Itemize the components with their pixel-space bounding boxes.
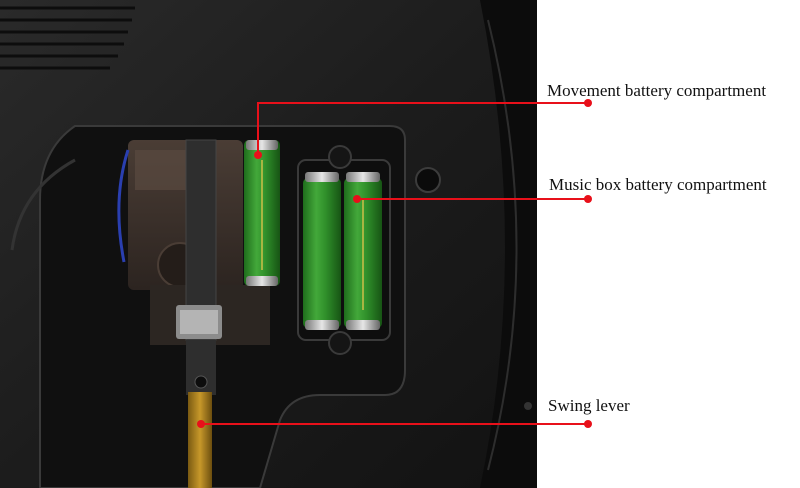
- vent-grille: [0, 6, 135, 70]
- label-swing-lever: Swing lever: [548, 396, 630, 415]
- clock-rim: [480, 0, 537, 488]
- music-box-battery-left: [303, 172, 341, 330]
- movement-battery: [244, 140, 280, 286]
- music-box-battery-right: [344, 172, 382, 330]
- blue-wire: [117, 149, 130, 263]
- swing-lever: [188, 392, 212, 488]
- clock-back-photo: [0, 0, 537, 488]
- callout-music-box: [353, 195, 592, 203]
- callout-swing-lever: [197, 420, 592, 428]
- label-music-box-battery: Music box battery compartment: [549, 175, 767, 194]
- label-movement-battery: Movement battery compartment: [547, 81, 767, 100]
- callout-movement: [254, 99, 592, 159]
- knob: [415, 167, 441, 193]
